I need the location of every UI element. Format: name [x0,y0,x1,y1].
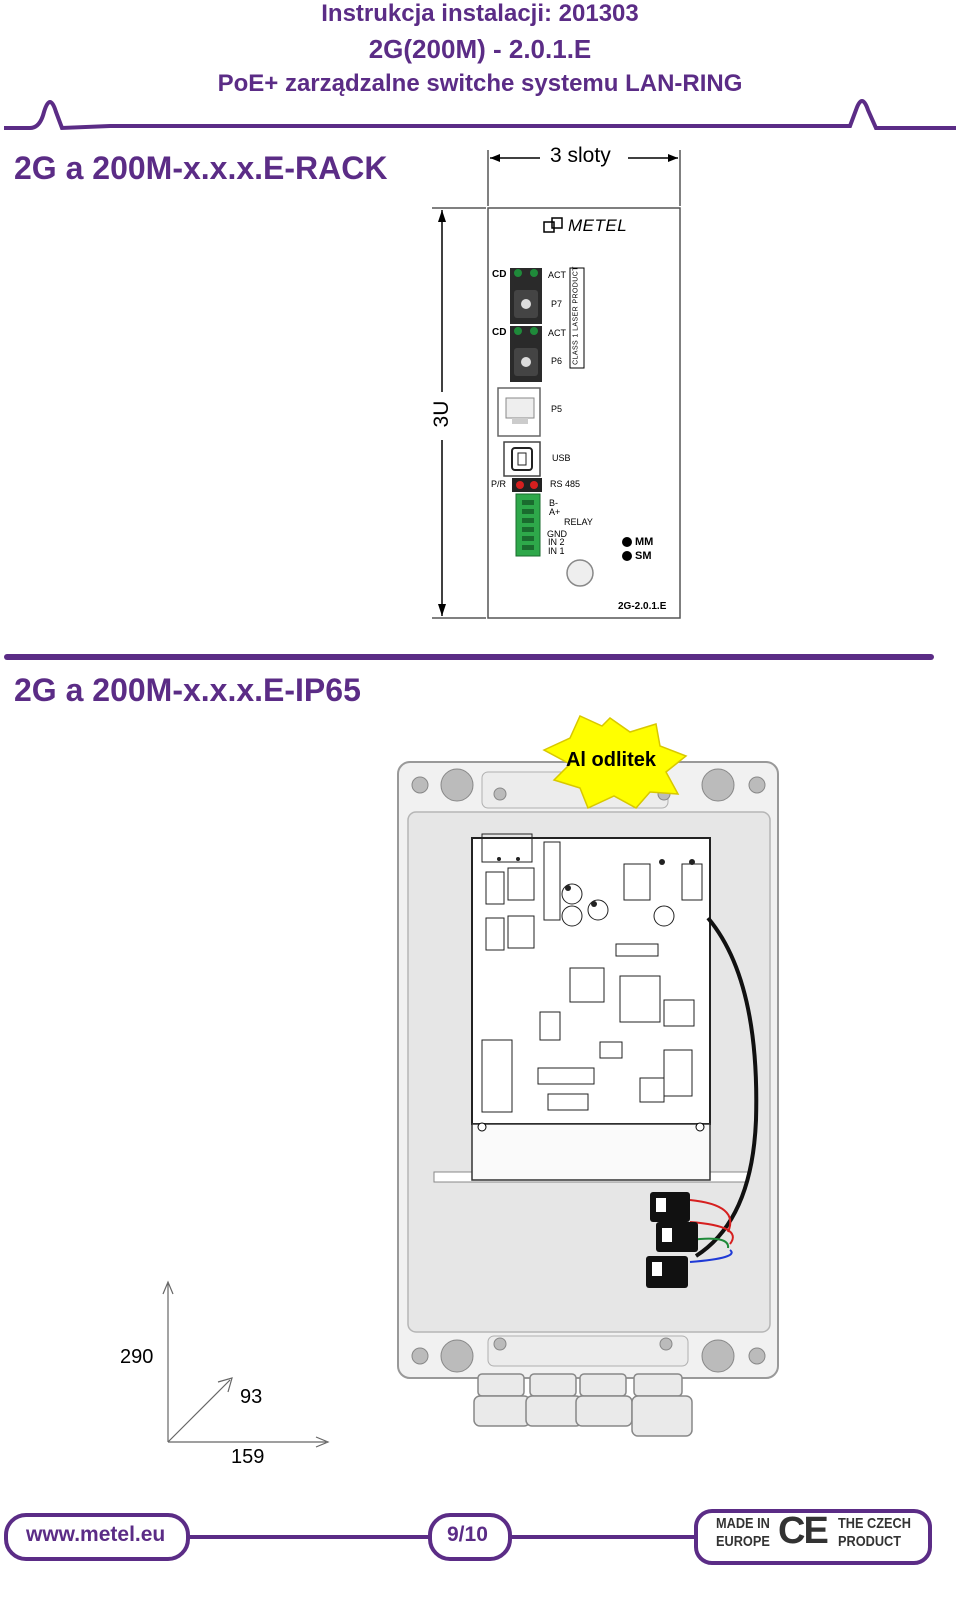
port-label-usb: USB [552,453,571,463]
czech-product-label-2: PRODUCT [838,1533,902,1550]
made-in-label: MADE IN [716,1515,770,1532]
europe-label: EUROPE [716,1533,770,1550]
width-dimension-label: 3 sloty [550,144,611,167]
page-number: 9/10 [447,1523,488,1546]
port-label-p7: P7 [551,299,563,309]
product-code: 2G(200M) - 2.0.1.E [368,34,592,64]
website-link[interactable]: www.metel.eu [26,1523,166,1546]
terminal-label-in2: IN 2 [548,537,565,547]
port-label-act: ACT [548,328,566,338]
terminal-label-a-plus: A+ [549,507,561,517]
port-label-cd: CD [492,327,507,338]
terminal-label-in1: IN 1 [548,546,565,556]
terminal-label-gnd: GND [547,529,567,539]
section-title-rack: 2G a 200M-x.x.x.E-RACK [14,150,388,186]
indicator-label-sm: SM [635,550,652,562]
section-divider [4,654,934,660]
model-label: 2G-2.0.1.E [618,601,667,612]
section-title-ip65: 2G a 200M-x.x.x.E-IP65 [14,672,361,708]
port-label-rs485: RS 485 [550,479,581,489]
material-badge-label: Al odlitek [565,749,656,771]
terminal-label-b-minus: B- [549,498,558,508]
brand-logo-text: METEL [568,216,628,235]
header-wave-line [4,99,956,131]
port-label-act: ACT [548,270,566,280]
ce-mark: CE [778,1510,829,1552]
port-label-p6: P6 [551,356,563,366]
dimension-height-value: 290 [120,1346,154,1368]
footer-frame [4,1509,932,1565]
product-subtitle: PoE+ zarządzalne switche systemu LAN-RIN… [217,70,743,97]
document-title: Instrukcja instalacji: 201303 [321,0,639,27]
port-label-pr: P/R [491,479,507,489]
badge-star-icon [542,715,688,810]
port-label-cd: CD [492,269,507,280]
dimension-depth-value: 93 [240,1386,263,1408]
rack-module-drawing [432,150,681,619]
dimension-width-value: 159 [231,1446,265,1468]
metel-logo-icon [543,217,563,233]
indicator-label-mm: MM [635,536,654,548]
czech-product-label-1: THE CZECH [838,1515,911,1532]
port-label-p5: P5 [551,404,563,414]
terminal-label-relay: RELAY [564,517,593,527]
